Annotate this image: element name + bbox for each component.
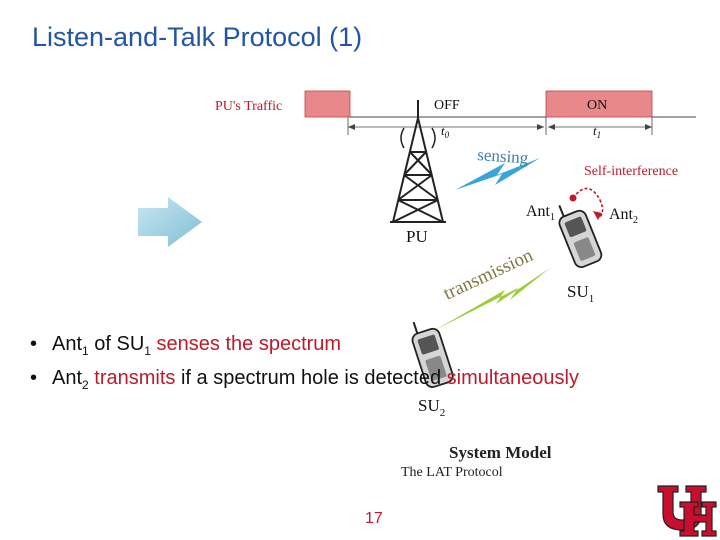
transmission-label: transmission: [440, 245, 536, 305]
right-arrow-icon: [138, 197, 202, 247]
bullet-text: of SU: [88, 333, 145, 355]
traffic-timeline: [304, 90, 696, 135]
sensing-bolt-icon: [455, 158, 540, 190]
traffic-block-on: [545, 90, 653, 118]
figure-caption-subtitle: The LAT Protocol: [401, 465, 503, 480]
bullet-dot: •: [30, 333, 38, 355]
self-interference-arc: [572, 187, 604, 219]
su2-phone-icon: [411, 321, 454, 388]
su1-phone-icon: [558, 205, 603, 268]
bullet-item: •Ant1 of SU1 senses the spectrum: [30, 330, 579, 364]
bullet-text: Ant: [52, 367, 83, 389]
figure-caption-title: System Model: [449, 443, 552, 462]
ant1-label: Ant1: [526, 203, 555, 223]
bullet-text: Ant: [52, 333, 83, 355]
cell-tower-icon: [390, 100, 446, 223]
pu-label: PU: [406, 227, 428, 246]
traffic-block-left: [304, 90, 351, 118]
su2-label: SU2: [418, 396, 445, 419]
ant1-dot: [569, 194, 577, 202]
bullet-subscript: 2: [82, 378, 89, 392]
bullet-item: • Ant2 transmits if a spectrum hole is de…: [30, 364, 579, 398]
bullet-list: •Ant1 of SU1 senses the spectrum •Ant2 t…: [30, 330, 579, 398]
university-logo: [652, 478, 720, 540]
bullet-subscript: 1: [144, 344, 151, 358]
su1-label: SU1: [567, 282, 594, 305]
pu-traffic-label: PU's Traffic: [215, 99, 282, 114]
off-label: OFF: [434, 98, 460, 113]
bullet-highlight: transmits: [88, 367, 176, 389]
bullet-dot: •: [30, 367, 38, 389]
bullet-highlight: simultaneously: [446, 367, 579, 389]
bullet-highlight: senses the spectrum: [150, 333, 342, 355]
t0-label: t0: [441, 123, 450, 140]
page-number: 17: [365, 510, 383, 527]
self-interference-label: Self-interference: [584, 164, 678, 179]
bullet-subscript: 1: [82, 344, 89, 358]
on-label: ON: [587, 98, 607, 113]
sensing-label: sensing: [477, 145, 530, 168]
t1-label: t1: [593, 123, 601, 140]
ant2-label: Ant2: [609, 206, 638, 226]
transmission-bolt-icon: [435, 268, 550, 330]
bullet-text: if a spectrum hole is detected: [175, 367, 447, 389]
slide-title: Listen-and-Talk Protocol (1): [32, 22, 363, 52]
